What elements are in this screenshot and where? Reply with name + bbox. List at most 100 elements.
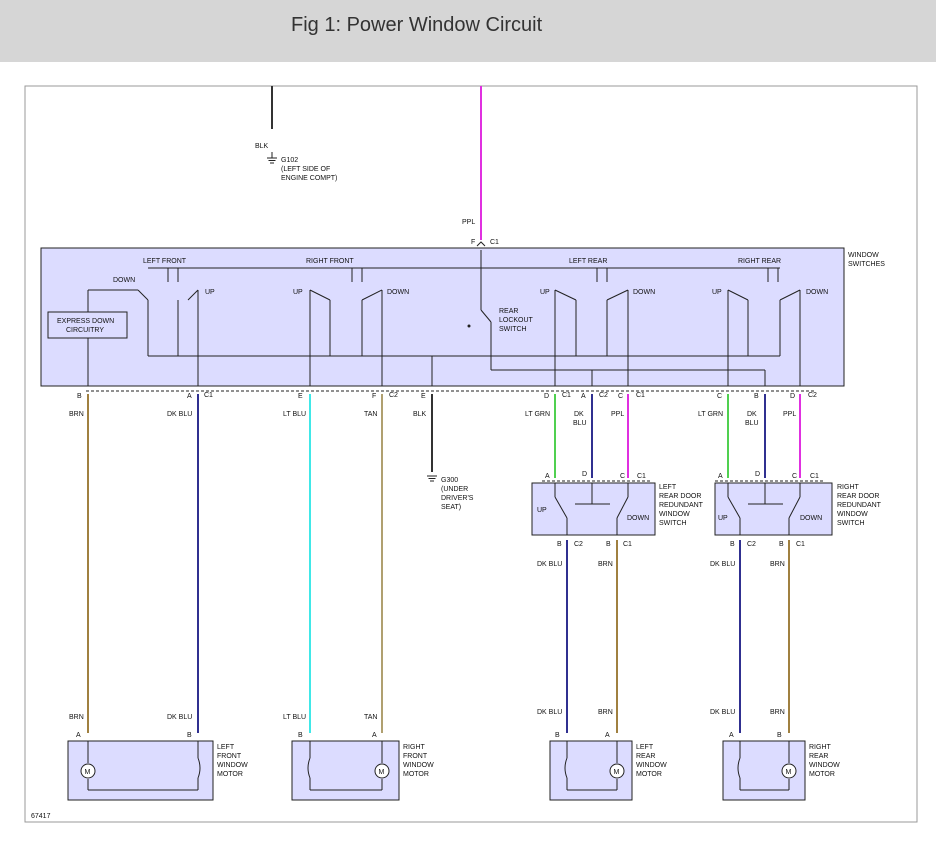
- pin-rr-c: C: [717, 393, 722, 400]
- lrm-symbol: M: [614, 769, 620, 776]
- pin-lr-d: D: [544, 393, 549, 400]
- conn-c2-a: C2: [389, 392, 398, 399]
- section-left-rear: LEFT REAR: [569, 258, 607, 265]
- lrs-down-label: DOWN: [627, 515, 649, 522]
- rrs-label-2: REAR DOOR: [837, 493, 879, 500]
- lockout-label-3: SWITCH: [499, 326, 527, 333]
- label-blk-upper: BLK: [413, 411, 427, 418]
- pin-lf-a: A: [187, 393, 192, 400]
- ground-g300-desc-2: DRIVER'S: [441, 495, 474, 502]
- pin-lf-b: B: [77, 393, 82, 400]
- label-ltgrn-lr: LT GRN: [525, 411, 550, 418]
- lrs-up-label: UP: [537, 507, 547, 514]
- figure-number: 67417: [31, 813, 51, 820]
- left-rear-motor: B A M LEFT REAR WINDOW MOTOR: [549, 732, 667, 801]
- diagram-frame: [24, 85, 918, 823]
- lrm-pin-1: B: [555, 732, 560, 739]
- lrs-conn-c2: C2: [574, 541, 583, 548]
- rrs-pin-d: D: [755, 471, 760, 478]
- rfm-pin-2: A: [372, 732, 377, 739]
- lrs-conn-c1-b: C1: [623, 541, 632, 548]
- label-lfm-wire-1: BRN: [69, 714, 84, 721]
- rrm-label-4: MOTOR: [809, 771, 835, 778]
- ppl-feed-label: PPL: [462, 219, 475, 226]
- lrm-label-4: MOTOR: [636, 771, 662, 778]
- rrs-label-4: WINDOW: [837, 511, 868, 518]
- label-rfm-wire-2: TAN: [364, 714, 377, 721]
- label-dk-rr: DK: [747, 411, 757, 418]
- pin-rr-d: D: [790, 393, 795, 400]
- label-ltgrn-rr: LT GRN: [698, 411, 723, 418]
- lf-switch-blade-2: [187, 289, 199, 301]
- rf-switch-blade-2: [361, 289, 383, 301]
- rf-switch-blade-1: [309, 289, 331, 301]
- lrs-pin-a: A: [545, 473, 550, 480]
- rfm-symbol: M: [379, 769, 385, 776]
- express-down-box: [47, 311, 128, 339]
- lrm-pin-2: A: [605, 732, 610, 739]
- lfm-pin-1: A: [76, 732, 81, 739]
- lfm-label-4: MOTOR: [217, 771, 243, 778]
- ground-g300-desc-3: SEAT): [441, 504, 461, 511]
- pin-rf-e: E: [298, 393, 303, 400]
- rrm-label-3: WINDOW: [809, 762, 840, 769]
- label-ppl-rr: PPL: [783, 411, 796, 418]
- lrm-label-3: WINDOW: [636, 762, 667, 769]
- rrs-pin-a: A: [718, 473, 723, 480]
- rrm-symbol: M: [786, 769, 792, 776]
- ground-icon: [427, 475, 437, 482]
- rrs-conn-c1-b: C1: [796, 541, 805, 548]
- motor-icon: [609, 763, 625, 779]
- motor-icon: [374, 763, 390, 779]
- right-rear-motor: A B M RIGHT REAR WINDOW MOTOR: [722, 732, 840, 801]
- conn-c1-b: C1: [562, 392, 571, 399]
- lf-switch-blade-1: [137, 289, 149, 301]
- lockout-switch-blade: [480, 309, 492, 323]
- lfm-label-1: LEFT: [217, 744, 235, 751]
- label-ltblu-upper: LT BLU: [283, 411, 306, 418]
- window-switches-title-2: SWITCHES: [848, 261, 885, 268]
- lf-down-label: DOWN: [113, 277, 135, 284]
- lrs-label-3: REDUNDANT: [659, 502, 704, 509]
- lr-down-label: DOWN: [633, 289, 655, 296]
- label-dkblu-rrs: DK BLU: [710, 561, 735, 568]
- label-brn-rrs: BRN: [770, 561, 785, 568]
- rrs-pin-b2: B: [779, 541, 784, 548]
- express-down-label-2: CIRCUITRY: [66, 327, 104, 334]
- figure-header: Fig 1: Power Window Circuit: [0, 0, 936, 62]
- label-lrm-wire-2: BRN: [598, 709, 613, 716]
- rr-down-label: DOWN: [806, 289, 828, 296]
- right-rear-redundant-switch-box: [714, 482, 833, 536]
- lf-up-label: UP: [205, 289, 215, 296]
- conn-c2-b: C2: [599, 392, 608, 399]
- ground-g102-label: G102: [281, 157, 298, 164]
- right-front-motor: B A M RIGHT FRONT WINDOW MOTOR: [291, 732, 434, 801]
- pin-blk-e: E: [421, 393, 426, 400]
- rfm-label-4: MOTOR: [403, 771, 429, 778]
- ppl-pin-label: F: [471, 239, 475, 246]
- window-switches-box: [40, 247, 845, 387]
- lrs-label-2: REAR DOOR: [659, 493, 701, 500]
- rrs-label-5: SWITCH: [837, 520, 865, 527]
- label-blu-lr: BLU: [573, 420, 587, 427]
- figure-title: Fig 1: Power Window Circuit: [291, 14, 543, 36]
- label-tan-upper: TAN: [364, 411, 377, 418]
- label-lfm-wire-2: DK BLU: [167, 714, 192, 721]
- lfm-symbol: M: [85, 769, 91, 776]
- left-rear-redundant-switch-box: [531, 482, 656, 536]
- rfm-label-1: RIGHT: [403, 744, 426, 751]
- lrs-label-4: WINDOW: [659, 511, 690, 518]
- lockout-label-1: REAR: [499, 308, 518, 315]
- lrm-label-2: REAR: [636, 753, 655, 760]
- lfm-label-3: WINDOW: [217, 762, 248, 769]
- rr-up-label: UP: [712, 289, 722, 296]
- lrs-pin-b2: B: [606, 541, 611, 548]
- window-switches-title-1: WINDOW: [848, 252, 879, 259]
- label-dk-lr: DK: [574, 411, 584, 418]
- rfm-pin-1: B: [298, 732, 303, 739]
- ppl-conn-label: C1: [490, 239, 499, 246]
- label-dkblu-upper: DK BLU: [167, 411, 192, 418]
- label-blu-rr: BLU: [745, 420, 759, 427]
- label-brn-upper: BRN: [69, 411, 84, 418]
- conn-c2-c: C2: [808, 392, 817, 399]
